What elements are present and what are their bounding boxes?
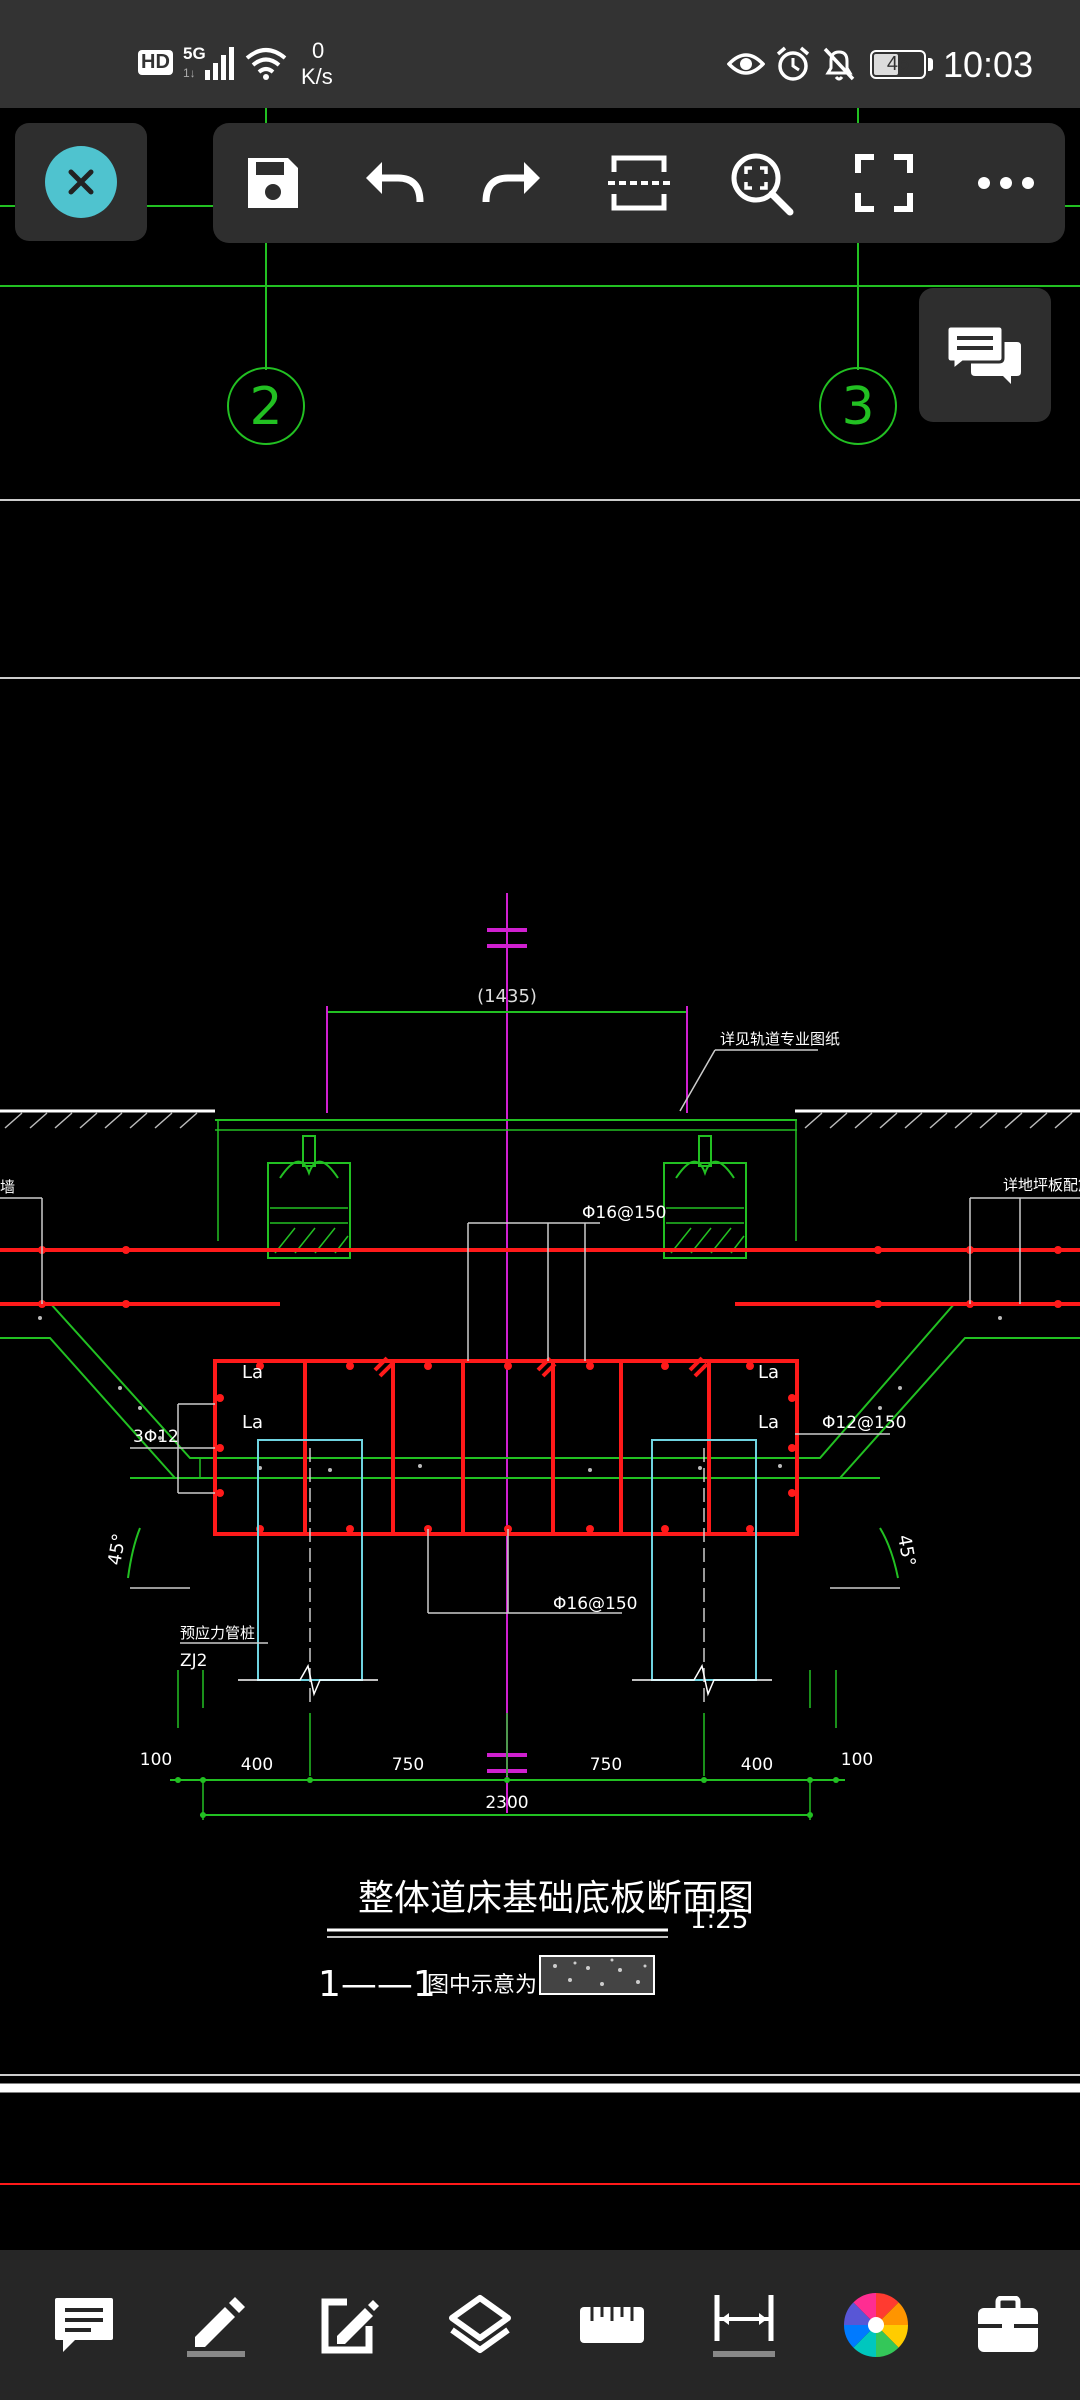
dim-2: 400 bbox=[241, 1755, 273, 1775]
dim-4: 750 bbox=[590, 1755, 622, 1775]
redo-icon bbox=[482, 162, 540, 203]
dim-5: 400 bbox=[741, 1755, 773, 1775]
rail-fastener-left bbox=[267, 1135, 351, 1259]
layers-tool-button[interactable] bbox=[425, 2250, 535, 2400]
top-dimension: (1435) bbox=[477, 986, 537, 1007]
rail-fastener-right bbox=[663, 1135, 747, 1259]
comment-icon bbox=[55, 2298, 113, 2352]
edit-tool-button[interactable] bbox=[293, 2250, 403, 2400]
fullscreen-icon bbox=[855, 154, 913, 212]
network-type: 5G bbox=[183, 44, 206, 63]
mute-bell-icon bbox=[823, 47, 855, 81]
dimension-icon bbox=[713, 2295, 775, 2357]
color-wheel-icon bbox=[844, 2293, 908, 2357]
section-label: 1——1 bbox=[318, 1964, 436, 2005]
pen-icon bbox=[187, 2297, 245, 2357]
crop-area-button[interactable] bbox=[589, 123, 689, 243]
la-label-tr: La bbox=[758, 1362, 779, 1383]
redo-button[interactable] bbox=[463, 123, 563, 243]
eye-icon bbox=[727, 53, 765, 75]
battery-indicator: 46 bbox=[870, 50, 926, 79]
dimension-tool-button[interactable] bbox=[689, 2250, 799, 2400]
angle-right: 45° bbox=[893, 1533, 919, 1568]
chat-icon bbox=[947, 324, 1021, 384]
dim-1: 100 bbox=[140, 1750, 172, 1770]
note-right: 详地坪板配筋 bbox=[1003, 1176, 1080, 1194]
measure-tool-button[interactable] bbox=[557, 2250, 667, 2400]
grid-bubble-2: 2 bbox=[227, 367, 305, 445]
zoom-extents-button[interactable] bbox=[711, 123, 811, 243]
net-speed-value: 0 bbox=[312, 38, 325, 63]
zoom-extents-icon bbox=[731, 153, 794, 216]
legend-label: 图中示意为: bbox=[427, 1973, 544, 1998]
status-bar: HD 5G 1↓ 0 K/s 46 10:03 bbox=[0, 0, 1080, 108]
undo-icon bbox=[366, 162, 424, 203]
cad-drawing[interactable]: 2 3 (1435) 详见轨道专业图纸 bbox=[0, 108, 1080, 2250]
la-label-br: La bbox=[758, 1412, 779, 1433]
more-icon bbox=[978, 177, 1034, 189]
network-sub: 1↓ bbox=[183, 66, 196, 80]
alarm-icon bbox=[776, 46, 810, 81]
edit-icon bbox=[321, 2298, 379, 2354]
comments-button[interactable] bbox=[919, 288, 1051, 422]
la-label-bl: La bbox=[242, 1412, 263, 1433]
rebar-bottom-label: Φ16@150 bbox=[553, 1594, 637, 1614]
clock: 10:03 bbox=[943, 44, 1034, 85]
toolbox-button[interactable] bbox=[953, 2250, 1063, 2400]
crop-area-icon bbox=[608, 155, 670, 211]
ruler-icon bbox=[580, 2307, 644, 2343]
color-tool-button[interactable] bbox=[821, 2250, 931, 2400]
save-icon bbox=[248, 158, 298, 208]
angle-left: 45° bbox=[104, 1532, 130, 1567]
comment-tool-button[interactable] bbox=[29, 2250, 139, 2400]
toolbox-icon bbox=[978, 2296, 1038, 2352]
note-left: 墙 bbox=[0, 1178, 15, 1196]
la-label-tl: La bbox=[242, 1362, 263, 1383]
grid-label-2: 2 bbox=[249, 377, 282, 437]
top-toolbar bbox=[213, 123, 1065, 243]
save-button[interactable] bbox=[223, 123, 323, 243]
fullscreen-button[interactable] bbox=[834, 123, 934, 243]
grid-label-3: 3 bbox=[841, 377, 874, 437]
drawing-canvas[interactable]: 2 3 (1435) 详见轨道专业图纸 bbox=[0, 108, 1080, 2250]
rebar-right-label: Φ12@150 bbox=[822, 1413, 906, 1433]
net-speed-unit: K/s bbox=[301, 64, 333, 89]
battery-tip bbox=[928, 58, 933, 71]
bottom-toolbar bbox=[0, 2250, 1080, 2400]
layers-icon bbox=[449, 2295, 511, 2353]
legend-hatch bbox=[539, 1955, 655, 1995]
pile-code: ZJ2 bbox=[180, 1651, 207, 1671]
undo-button[interactable] bbox=[343, 123, 443, 243]
signal-icon bbox=[205, 47, 234, 80]
pen-tool-button[interactable] bbox=[161, 2250, 271, 2400]
close-icon bbox=[45, 146, 117, 218]
dim-6: 100 bbox=[841, 1750, 873, 1770]
grid-bubble-3: 3 bbox=[819, 367, 897, 445]
dim-3: 750 bbox=[392, 1755, 424, 1775]
wifi-icon bbox=[245, 48, 287, 80]
hd-indicator: HD bbox=[138, 50, 173, 75]
note-track: 详见轨道专业图纸 bbox=[720, 1030, 840, 1048]
dim-total: 2300 bbox=[485, 1793, 528, 1813]
close-button[interactable] bbox=[15, 123, 147, 241]
pile-label: 预应力管桩 bbox=[180, 1624, 255, 1642]
more-button[interactable] bbox=[956, 123, 1056, 243]
drawing-scale: 1:25 bbox=[690, 1905, 748, 1935]
drawing-title: 整体道床基础底板断面图 bbox=[358, 1878, 754, 1919]
rebar-left-label: 3Φ12 bbox=[133, 1427, 179, 1447]
battery-level: 46 bbox=[886, 53, 910, 75]
rebar-top-label: Φ16@150 bbox=[582, 1203, 666, 1223]
